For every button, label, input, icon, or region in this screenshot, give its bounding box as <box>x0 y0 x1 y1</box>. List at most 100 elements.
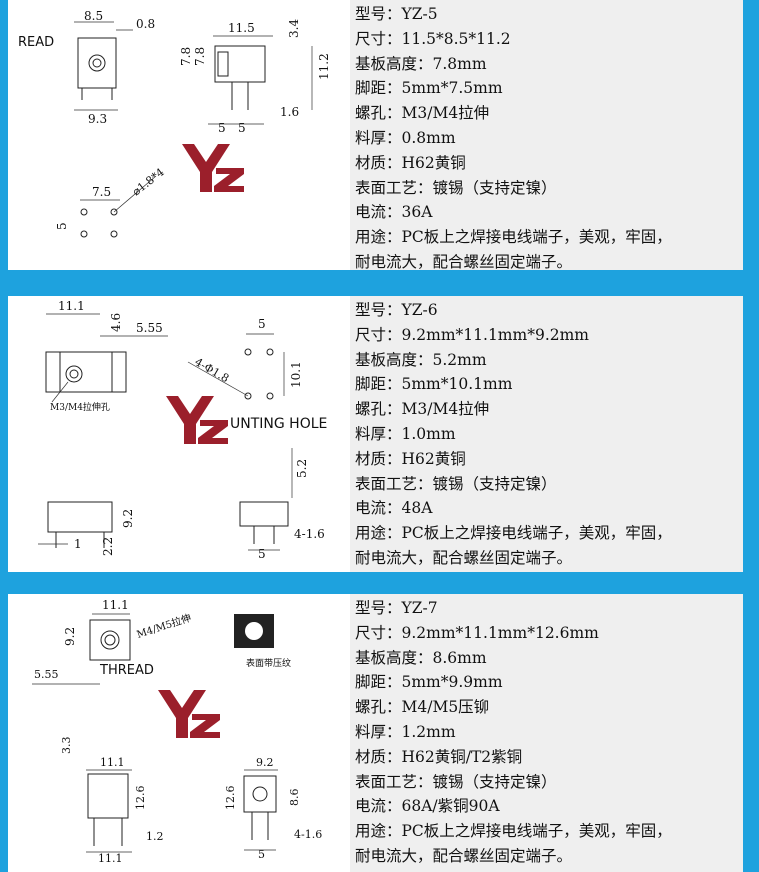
pin-hole <box>110 208 118 216</box>
product-panel-yz5: READ 8.5 0.8 9.3 11.5 3.4 7.8 7.8 11.2 1… <box>8 0 743 271</box>
spec-usage: 用途：PC板上之焊接电线端子，美观，牢固， <box>355 228 672 247</box>
dim-label: 11.1 <box>100 756 125 769</box>
dim-label: 11.1 <box>58 299 85 313</box>
spec-current: 电流：68A/紫铜90A <box>355 797 500 816</box>
yz-logo <box>166 396 228 444</box>
spec-usage: 用途：PC板上之焊接电线端子，美观，牢固， <box>355 822 672 841</box>
dim-label: 5 <box>238 121 246 135</box>
pin-hole <box>110 230 118 238</box>
spec-pin-pitch: 脚距：5mm*7.5mm <box>355 79 503 98</box>
terminal-side-view <box>214 45 266 83</box>
spec-base-height: 基板高度：5.2mm <box>355 350 487 369</box>
spec-model: 型号：YZ-7 <box>355 599 438 617</box>
drawing-svg-yz7: 11.1 M4/M5拉伸 9.2 THREAD 5.55 表面带压纹 3.3 1… <box>32 598 322 865</box>
dim-label: 4-Φ1.8 <box>193 355 232 385</box>
terminal-top-view <box>45 351 127 393</box>
pin-hole <box>244 348 252 356</box>
dim-label: 0.8 <box>136 17 155 31</box>
spec-list-yz7: 型号：YZ-7 尺寸：9.2mm*11.1mm*12.6mm 基板高度：8.6m… <box>350 594 743 872</box>
read-label: READ <box>18 35 54 50</box>
terminal-front-view <box>87 773 129 819</box>
spec-screw-hole: 螺孔：M3/M4拉伸 <box>355 104 490 123</box>
spec-size: 尺寸：9.2mm*11.1mm*9.2mm <box>355 325 589 344</box>
pin-hole <box>244 392 252 400</box>
dim-label: 12.6 <box>134 786 147 811</box>
spec-base-height: 基板高度：7.8mm <box>355 54 487 73</box>
spec-current: 电流：36A <box>355 203 433 222</box>
pin-hole <box>266 392 274 400</box>
drawing-svg-yz6: 11.1 4.6 5.55 M3/M4拉伸孔 5 10.1 4-Φ1.8 <box>38 299 327 561</box>
terminal-top-view <box>77 37 117 89</box>
spec-pin-pitch: 脚距：5mm*9.9mm <box>355 673 503 692</box>
dim-label: 9.2 <box>121 509 135 528</box>
spec-current: 电流：48A <box>355 499 433 518</box>
spec-usage-cont: 耐电流大，配合螺丝固定端子。 <box>355 548 573 567</box>
spec-pin-pitch: 脚距：5mm*10.1mm <box>355 375 513 394</box>
dim-label: 1.2 <box>146 830 164 843</box>
dim-label: 11.1 <box>98 852 123 865</box>
dim-label: 10.1 <box>289 361 303 388</box>
hole-label: M4/M5拉伸 <box>135 611 193 641</box>
dim-label: 5 <box>258 848 265 861</box>
spec-usage: 用途：PC板上之焊接电线端子，美观，牢固， <box>355 524 672 543</box>
spec-material: 材质：H62黄铜/T2紫铜 <box>355 747 523 766</box>
yz-logo <box>182 144 244 192</box>
dim-label: 9.3 <box>88 112 107 126</box>
dim-label: 4-1.6 <box>294 527 325 541</box>
dim-label: 5 <box>55 222 69 230</box>
spec-base-height: 基板高度：8.6mm <box>355 648 487 667</box>
dim-label: 5.2 <box>295 459 309 478</box>
spec-surface: 表面工艺：镀锡（支持定镍） <box>355 772 557 791</box>
dim-label: 5 <box>218 121 226 135</box>
spec-material: 材质：H62黄铜 <box>355 449 466 468</box>
product-panel-yz6: 11.1 4.6 5.55 M3/M4拉伸孔 5 10.1 4-Φ1.8 <box>8 296 743 572</box>
dim-label: 4.6 <box>109 313 123 332</box>
dim-label: 2.2 <box>101 537 115 556</box>
spec-usage-cont: 耐电流大，配合螺丝固定端子。 <box>355 252 573 271</box>
dim-label: 8.6 <box>288 789 301 807</box>
spec-list-yz5: 型号：YZ-5 尺寸：11.5*8.5*11.2 基板高度：7.8mm 脚距：5… <box>350 0 743 271</box>
spec-model: 型号：YZ-6 <box>355 301 438 319</box>
surface-label: 表面带压纹 <box>246 657 291 669</box>
terminal-top-view <box>89 619 131 661</box>
pin-hole <box>80 230 88 238</box>
pin-hole <box>266 348 274 356</box>
dim-label: 11.5 <box>228 21 255 35</box>
dim-label: 7.5 <box>92 185 111 199</box>
yz-logo <box>158 690 220 738</box>
dim-label: 7.8 <box>193 47 207 66</box>
dim-label: 9.2 <box>63 627 77 646</box>
dim-label: 5.55 <box>136 321 163 335</box>
dim-label: 11.1 <box>102 598 129 612</box>
spec-list-yz6: 型号：YZ-6 尺寸：9.2mm*11.1mm*9.2mm 基板高度：5.2mm… <box>350 296 743 572</box>
screw-hole <box>88 54 106 72</box>
spec-screw-hole: 螺孔：M3/M4拉伸 <box>355 400 490 419</box>
dim-label: 3.4 <box>287 19 301 38</box>
spec-thickness: 料厚：1.2mm <box>355 722 456 741</box>
dim-label: 4-1.6 <box>294 828 322 841</box>
terminal-front-view <box>47 501 113 533</box>
spec-thickness: 料厚：1.0mm <box>355 424 456 443</box>
dim-label: 7.8 <box>179 47 193 66</box>
dim-label: 9.2 <box>256 756 274 769</box>
terminal-side-view <box>239 501 289 527</box>
hole-label: M3/M4拉伸孔 <box>50 401 110 413</box>
dim-label: 11.2 <box>317 53 331 80</box>
screw-hole <box>65 365 83 383</box>
pin-hole <box>80 208 88 216</box>
technical-drawing-yz7: 11.1 M4/M5拉伸 9.2 THREAD 5.55 表面带压纹 3.3 1… <box>8 594 350 872</box>
spec-surface: 表面工艺：镀锡（支持定镍） <box>355 178 557 197</box>
spec-size: 尺寸：9.2mm*11.1mm*12.6mm <box>355 623 599 642</box>
spec-thickness: 料厚：0.8mm <box>355 128 456 147</box>
dim-label: 5.55 <box>34 668 59 681</box>
spec-surface: 表面工艺：镀锡（支持定镍） <box>355 474 557 493</box>
dim-label: 12.6 <box>224 786 237 811</box>
dim-label: 5 <box>258 547 266 561</box>
dim-label: 1 <box>74 537 82 551</box>
technical-drawing-yz6: 11.1 4.6 5.55 M3/M4拉伸孔 5 10.1 4-Φ1.8 <box>8 296 350 572</box>
dim-label: 5 <box>258 317 266 331</box>
screw-hole <box>100 630 120 650</box>
spec-screw-hole: 螺孔：M4/M5压铆 <box>355 698 490 717</box>
drawing-svg-yz5: READ 8.5 0.8 9.3 11.5 3.4 7.8 7.8 11.2 1… <box>18 9 331 238</box>
dim-label: 8.5 <box>84 9 103 23</box>
